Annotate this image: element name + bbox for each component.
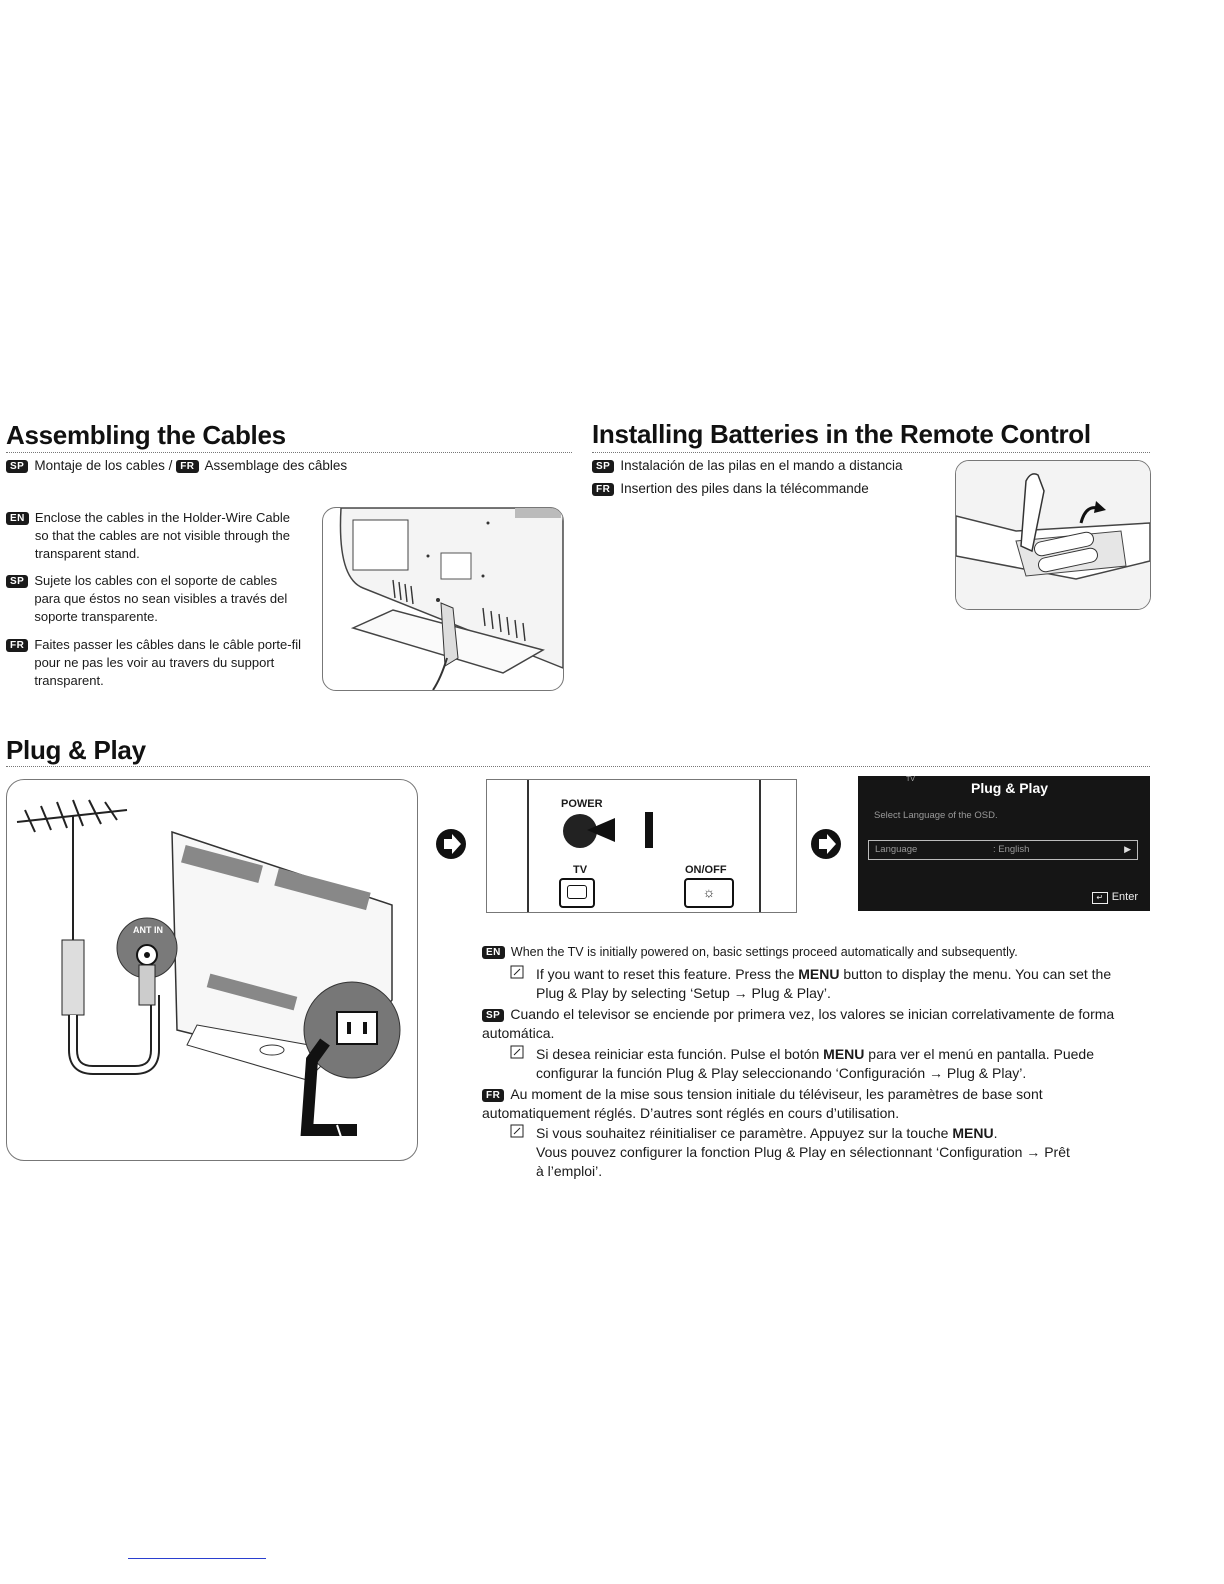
tv-button[interactable] xyxy=(559,878,595,908)
remote-power-illustration: POWER TV ON/OFF ☼ xyxy=(486,779,797,913)
en-badge: EN xyxy=(482,946,505,959)
power-label: POWER xyxy=(561,798,603,810)
sp-badge: SP xyxy=(592,460,615,473)
plug-play-fr-note: Si vous souhaitez réinitialiser ce param… xyxy=(510,1124,1070,1181)
antenna-tv-image: ANT IN xyxy=(16,799,401,1141)
plug-play-title: Plug & Play xyxy=(6,735,146,765)
cables-en-paragraph: EN Enclose the cables in the Holder-Wire… xyxy=(6,509,302,563)
note-icon xyxy=(510,965,524,979)
osd-right-arrow-icon: ▶ xyxy=(1124,844,1131,854)
cables-title-rule xyxy=(6,452,572,453)
light-bulb-icon: ☼ xyxy=(702,884,716,900)
osd-enter-label: Enter xyxy=(1111,891,1138,903)
cables-subtitle-fr: Assemblage des câbles xyxy=(204,458,348,473)
fr-note-pre: Si vous souhaitez réinitialiser ce param… xyxy=(536,1125,953,1141)
plug-play-en-line: EN When the TV is initially powered on, b… xyxy=(482,943,1150,962)
cables-sp-text: Sujete los cables con el soporte de cabl… xyxy=(34,573,288,624)
plug-play-sp-note: Si desea reiniciar esta función. Pulse e… xyxy=(510,1045,1120,1083)
osd-title: Plug & Play xyxy=(971,780,1049,796)
cable-holder-illustration xyxy=(322,507,564,691)
tv-label: TV xyxy=(573,864,588,876)
sp-note-menu: MENU xyxy=(823,1046,865,1062)
batteries-fr-line: FR Insertion des piles dans la télécomman… xyxy=(592,480,869,498)
press-arrow-icon xyxy=(587,812,653,848)
next-step-arrow-icon xyxy=(436,829,466,859)
en-note-pre: If you want to reset this feature. Press… xyxy=(536,966,799,982)
onoff-button[interactable]: ☼ xyxy=(684,878,734,908)
osd-language-label: Language xyxy=(875,844,918,855)
osd-language-field[interactable]: Language : English ▶ xyxy=(868,840,1138,860)
antenna-connection-illustration: ANT IN xyxy=(6,779,418,1161)
footnote-rule xyxy=(128,1558,266,1559)
tv-icon xyxy=(567,885,587,899)
osd-plug-play-screen: TV Plug & Play Select Language of the OS… xyxy=(858,776,1150,911)
remote-battery-image xyxy=(956,461,1150,609)
plug-play-en-text: When the TV is initially powered on, bas… xyxy=(510,945,1018,959)
cables-title: Assembling the Cables xyxy=(6,420,286,450)
plug-play-fr-text: Au moment de la mise sous tension initia… xyxy=(482,1086,1043,1121)
cables-subtitle-sp: Montaje de los cables / xyxy=(34,458,177,473)
sp-badge: SP xyxy=(6,575,29,588)
battery-illustration xyxy=(955,460,1151,610)
en-note-post: button to display the menu. You can set … xyxy=(536,966,1112,1001)
fr-note-post: . xyxy=(993,1125,998,1141)
batteries-sp-line: SP Instalación de las pilas en el mando a… xyxy=(592,457,903,475)
sp-note-post: para ver el menú en pantalla. Puede conf… xyxy=(536,1046,1095,1081)
batteries-fr-text: Insertion des piles dans la télécommande xyxy=(620,481,869,496)
ant-in-label: ANT IN xyxy=(133,925,163,935)
batteries-title-rule xyxy=(592,452,1150,453)
note-icon xyxy=(510,1124,524,1138)
cables-fr-text: Faites passer les câbles dans le câble p… xyxy=(34,637,301,688)
plug-play-sp-text: Cuando el televisor se enciende por prim… xyxy=(482,1006,1115,1041)
osd-prompt: Select Language of the OSD. xyxy=(874,810,998,821)
enter-key-icon: ↵ xyxy=(1091,892,1108,904)
cables-sp-paragraph: SP Sujete los cables con el soporte de c… xyxy=(6,572,302,626)
cables-en-text: Enclose the cables in the Holder-Wire Ca… xyxy=(34,510,291,561)
fr-note-menu: MENU xyxy=(952,1125,994,1141)
cables-fr-paragraph: FR Faites passer les câbles dans le câbl… xyxy=(6,636,302,690)
onoff-label: ON/OFF xyxy=(685,864,727,876)
fr-badge: FR xyxy=(592,483,615,496)
batteries-sp-text: Instalación de las pilas en el mando a d… xyxy=(620,458,903,473)
fr-badge: FR xyxy=(176,460,199,473)
cables-subtitle: SP Montaje de los cables / FR Assemblage d… xyxy=(6,457,347,475)
fr-note-line2: Vous pouvez configurer la fonction Plug … xyxy=(536,1144,1070,1179)
tv-back-stand-image xyxy=(339,508,563,690)
plug-play-en-note: If you want to reset this feature. Press… xyxy=(510,965,1135,1003)
note-icon xyxy=(510,1045,524,1059)
sp-badge: SP xyxy=(6,460,29,473)
sp-badge: SP xyxy=(482,1009,505,1022)
osd-corner-text: TV xyxy=(906,776,915,783)
batteries-title: Installing Batteries in the Remote Contr… xyxy=(592,419,1091,449)
next-step-arrow-icon xyxy=(811,829,841,859)
en-note-menu: MENU xyxy=(798,966,840,982)
osd-enter-hint: ↵Enter xyxy=(1091,891,1138,904)
osd-language-value: : English xyxy=(993,844,1030,855)
fr-badge: FR xyxy=(6,639,29,652)
sp-note-pre: Si desea reiniciar esta función. Pulse e… xyxy=(536,1046,824,1062)
fr-badge: FR xyxy=(482,1089,505,1102)
plug-play-title-rule xyxy=(6,766,1150,767)
en-badge: EN xyxy=(6,512,29,525)
